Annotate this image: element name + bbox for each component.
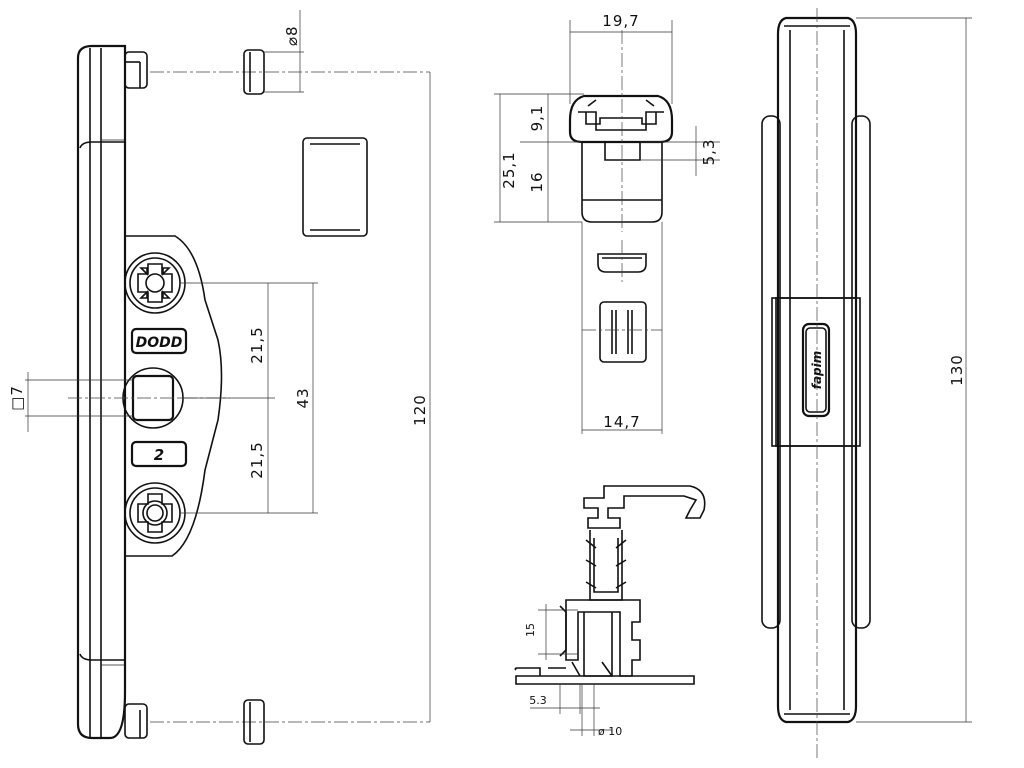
- upper-screw: [124, 252, 186, 314]
- front-view: DODD 2: [68, 44, 430, 740]
- length-130-text: 130: [948, 354, 966, 386]
- dim-5-3: 5,3: [640, 126, 720, 176]
- spacing-upper-text: 21,5: [248, 326, 266, 363]
- cover-block: [302, 137, 368, 237]
- brand-text: DODD: [136, 335, 183, 351]
- dim-heights: 9,1 25,1 16: [494, 93, 584, 223]
- square-7-text: □7: [8, 385, 26, 411]
- size-text: 2: [154, 446, 164, 464]
- spacing-lower-text: 21,5: [248, 441, 266, 478]
- insert-small: [597, 240, 647, 282]
- pin-top: [243, 49, 265, 95]
- dim-profile-15: 15: [524, 604, 578, 660]
- dim-profile-d10: ø 10: [570, 684, 622, 738]
- dim-square-7: □7: [8, 372, 133, 432]
- length-120-text: 120: [411, 394, 429, 426]
- bottom-width-text: 14,7: [603, 413, 640, 431]
- h-5-3-text: 5,3: [700, 139, 718, 166]
- profile-5-3-text: 5.3: [529, 694, 547, 707]
- top-width-text: 19,7: [602, 12, 639, 30]
- dim-bottom-width: 14,7: [581, 222, 663, 434]
- lower-screw: [124, 482, 186, 544]
- diameter-8-text: ⌀8: [283, 25, 301, 46]
- dim-120: 120: [411, 72, 431, 722]
- dim-spacing: 21,5 21,5 43: [180, 282, 318, 514]
- brand-label: DODD: [130, 327, 188, 355]
- profile-15-text: 15: [524, 623, 537, 637]
- dim-profile-5-3: 5.3: [529, 684, 600, 714]
- h-25-1-text: 25,1: [500, 151, 518, 188]
- spacing-total-text: 43: [294, 387, 312, 408]
- h-9-1-text: 9,1: [528, 105, 546, 132]
- dim-diameter-8: ⌀8: [264, 10, 304, 93]
- spring-plate: [582, 301, 662, 363]
- side-logo-badge: fapim: [801, 322, 831, 418]
- h-16-text: 16: [528, 171, 546, 192]
- size-label: 2: [130, 440, 188, 468]
- cap-section: [568, 30, 674, 232]
- pin-bottom: [243, 699, 265, 745]
- profile-section: [514, 485, 706, 685]
- dim-top-width: 19,7: [569, 12, 673, 104]
- profile-d10-text: ø 10: [598, 725, 622, 738]
- dim-130: 130: [856, 17, 972, 723]
- side-view: fapim: [761, 8, 871, 760]
